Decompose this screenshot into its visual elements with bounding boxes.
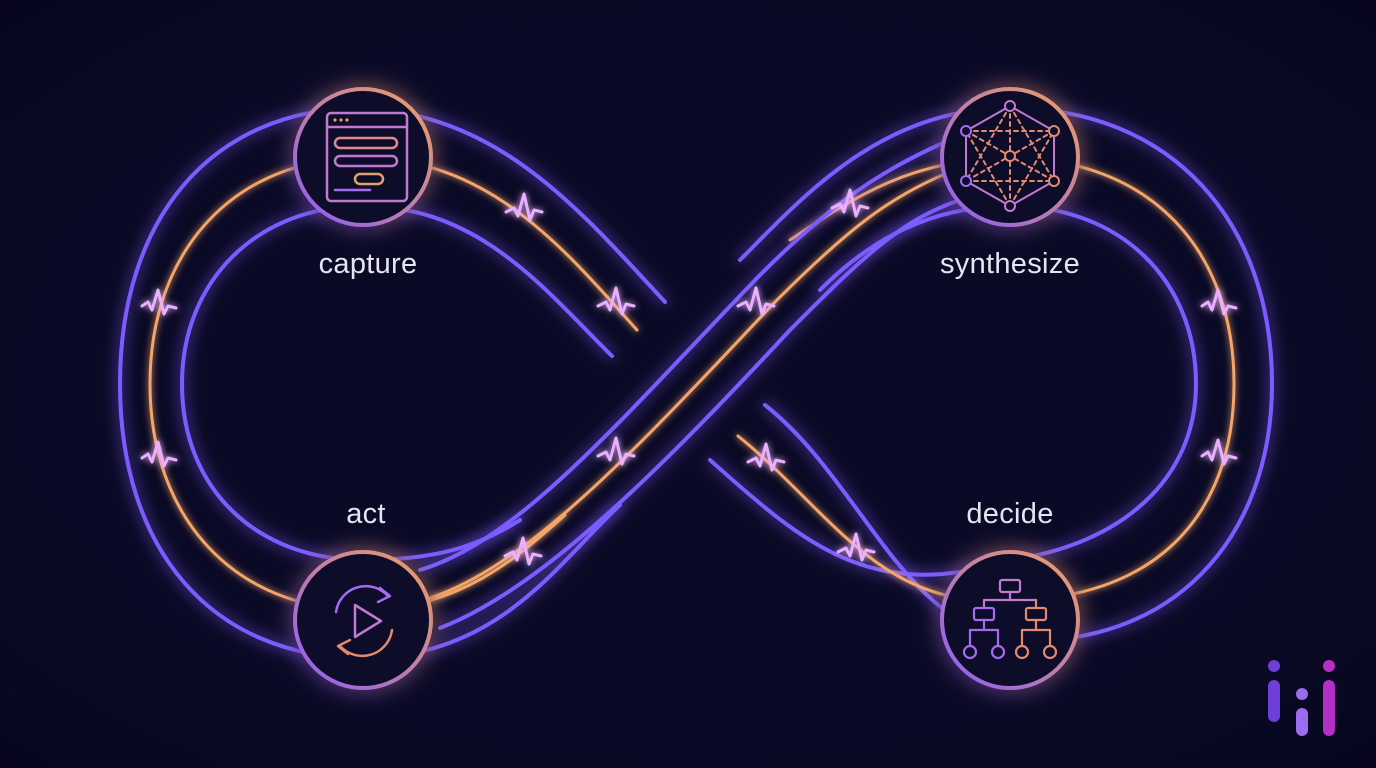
- decision-tree-icon: [962, 578, 1058, 660]
- signal-pulse: [596, 436, 636, 466]
- signal-pulse: [830, 188, 870, 218]
- signal-pulse: [503, 536, 543, 566]
- signal-pulse: [504, 192, 544, 222]
- signal-pulse: [746, 442, 786, 472]
- synthesize-node: [940, 87, 1080, 227]
- act-node: [293, 550, 433, 690]
- brand-bars-logo: [1268, 660, 1335, 736]
- right-outer-rail: [738, 105, 1275, 643]
- signal-pulse: [140, 440, 178, 468]
- signal-pulse: [736, 286, 776, 316]
- cycle-play-icon: [334, 584, 394, 658]
- capture-label: capture: [318, 248, 418, 280]
- signal-pulses: [140, 188, 1238, 566]
- crossing-inner-rail: [438, 198, 962, 630]
- synthesize-label: synthesize: [939, 248, 1081, 280]
- signal-pulse: [140, 288, 178, 316]
- signal-pulse: [1200, 438, 1238, 466]
- signal-pulse: [596, 286, 636, 316]
- network-graph-icon: [960, 100, 1060, 212]
- act-label: act: [346, 498, 386, 530]
- crossing-outer-rail: [418, 138, 952, 572]
- capture-node: [293, 87, 433, 227]
- left-outer-rail: [117, 105, 667, 661]
- browser-window-icon: [325, 111, 409, 203]
- signal-pulse: [1200, 288, 1238, 316]
- decide-node: [940, 550, 1080, 690]
- decide-label: decide: [966, 498, 1054, 530]
- signal-pulse: [836, 532, 876, 562]
